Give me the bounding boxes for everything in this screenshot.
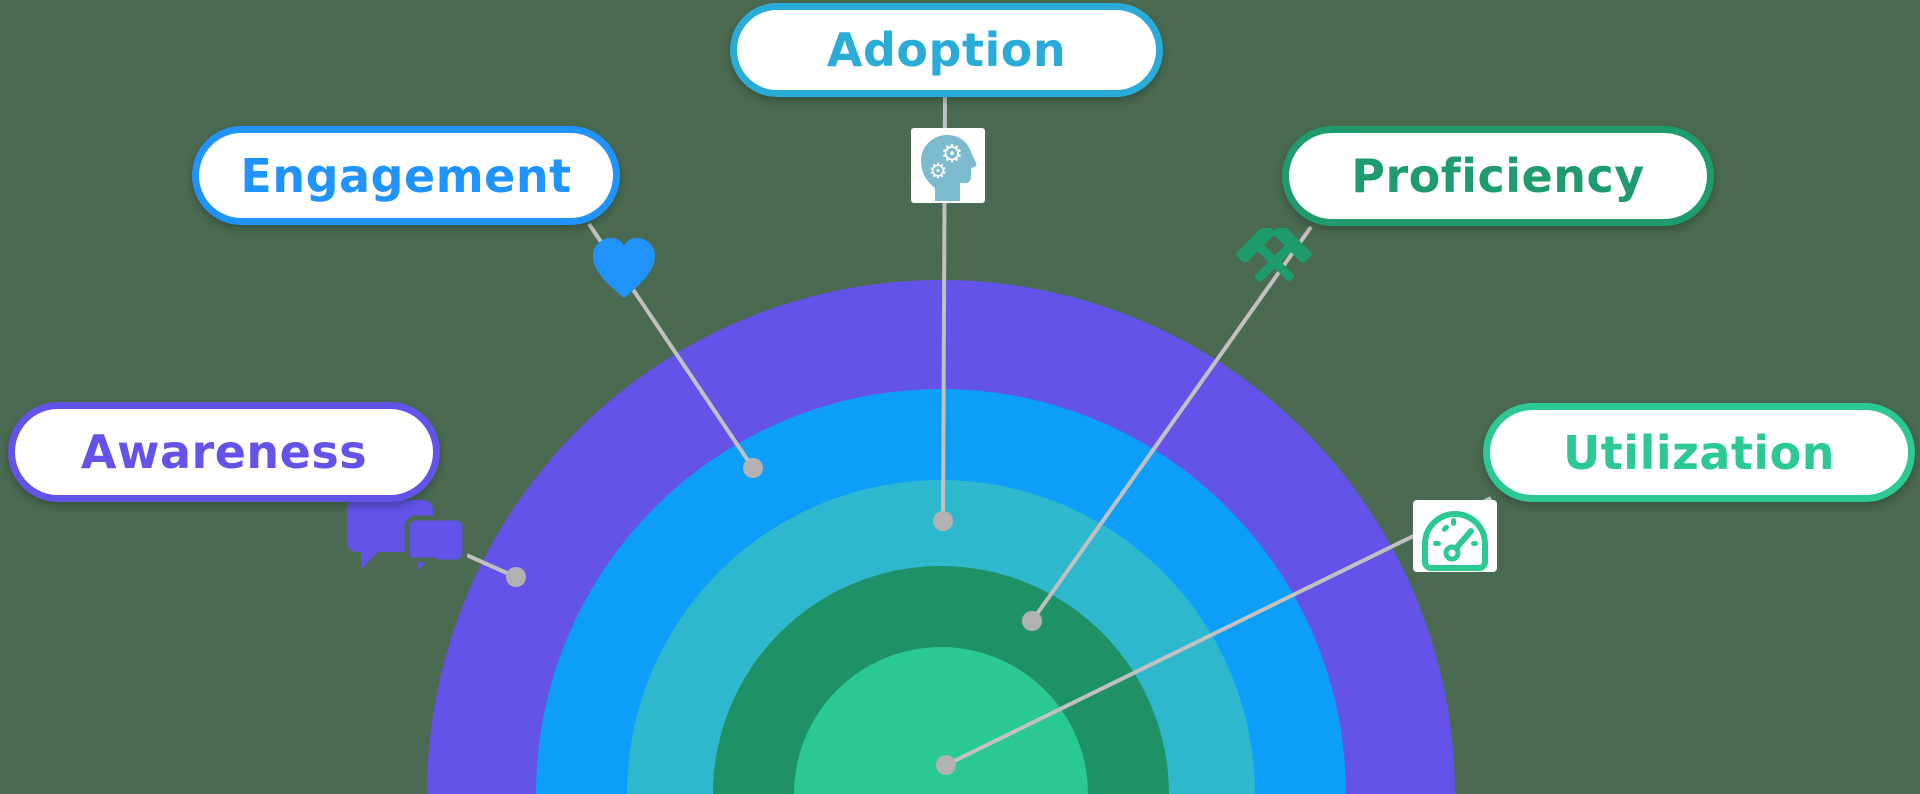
chat-bubbles-icon (345, 498, 470, 582)
connector-dot (936, 755, 956, 775)
stage-label: Adoption (826, 23, 1067, 77)
head-gears-icon: ⚙ ⚙ (911, 128, 985, 203)
stage-label: Engagement (240, 148, 572, 203)
connector-dot (743, 458, 763, 478)
connector-dot (506, 567, 526, 587)
stage-label: Utilization (1562, 425, 1836, 480)
connector-line-utilization (945, 496, 1492, 767)
stage-pill-awareness: Awareness (8, 402, 440, 502)
gear-icon: ⚙ (929, 159, 948, 183)
crossed-hammers-icon (1235, 224, 1313, 300)
connector-dot (1022, 611, 1042, 631)
heart-icon (590, 236, 658, 302)
stage-pill-adoption: Adoption (730, 3, 1163, 97)
stage-pill-engagement: Engagement (192, 126, 620, 225)
gear-icon: ⚙ (941, 139, 963, 168)
stage-pill-utilization: Utilization (1483, 403, 1915, 502)
connector-line-proficiency (1030, 225, 1313, 623)
stage-label: Proficiency (1351, 149, 1645, 203)
stage-pill-proficiency: Proficiency (1282, 126, 1714, 226)
speedometer-icon (1413, 500, 1497, 572)
gauge-ticks (1433, 518, 1478, 546)
connector-dot (933, 511, 953, 531)
connector-dot-group (506, 458, 1042, 775)
stage-label: Awareness (80, 425, 368, 479)
